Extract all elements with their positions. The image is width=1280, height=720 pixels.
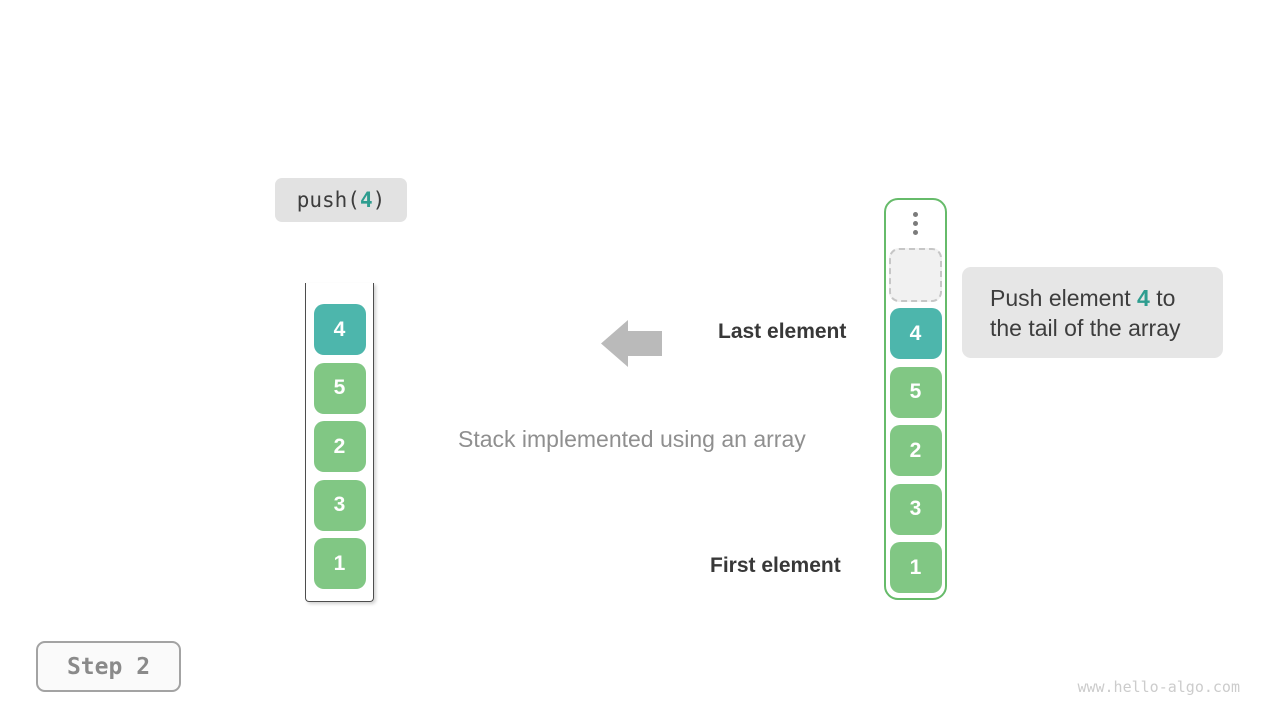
array-stack-container: 4 5 2 3 1 [884, 198, 947, 600]
tooltip-text-after: to [1149, 284, 1176, 311]
array-cell-bottom: 1 [889, 542, 942, 593]
watermark-url: www.hello-algo.com [1077, 678, 1240, 696]
tooltip-text-before: Push element [990, 284, 1138, 311]
stack-cell: 3 [313, 479, 366, 531]
tooltip-highlight-value: 4 [1137, 284, 1150, 311]
empty-array-slot [889, 248, 942, 302]
array-cell: 3 [889, 483, 942, 535]
diagram-caption: Stack implemented using an array [458, 426, 806, 452]
abstract-stack-container: 4 5 2 3 1 [305, 283, 374, 602]
tooltip-line1: Push element 4 to [990, 283, 1223, 313]
left-arrow-icon [601, 320, 662, 367]
array-cell: 2 [889, 425, 942, 476]
stack-cell: 2 [313, 421, 366, 472]
first-element-label: First element [710, 554, 841, 577]
array-cell: 5 [889, 366, 942, 418]
ellipsis-dot [913, 230, 918, 235]
push-explanation-tooltip: Push element 4 to the tail of the array [962, 267, 1223, 358]
last-element-label: Last element [718, 320, 847, 343]
push-operation-label: push(4) [275, 178, 407, 222]
stack-cell: 5 [313, 362, 366, 414]
vertical-ellipsis-icon [913, 212, 918, 235]
array-cell-pushed: 4 [889, 308, 942, 359]
stack-cell-top: 4 [313, 304, 366, 355]
tooltip-line2: the tail of the array [990, 314, 1181, 341]
push-close-paren: ) [372, 188, 386, 212]
push-argument-value: 4 [359, 188, 373, 212]
push-function-text: push( [296, 188, 360, 212]
stack-cell-bottom: 1 [313, 538, 366, 589]
ellipsis-dot [913, 221, 918, 226]
step-badge: Step 2 [36, 641, 181, 692]
ellipsis-dot [913, 212, 918, 217]
